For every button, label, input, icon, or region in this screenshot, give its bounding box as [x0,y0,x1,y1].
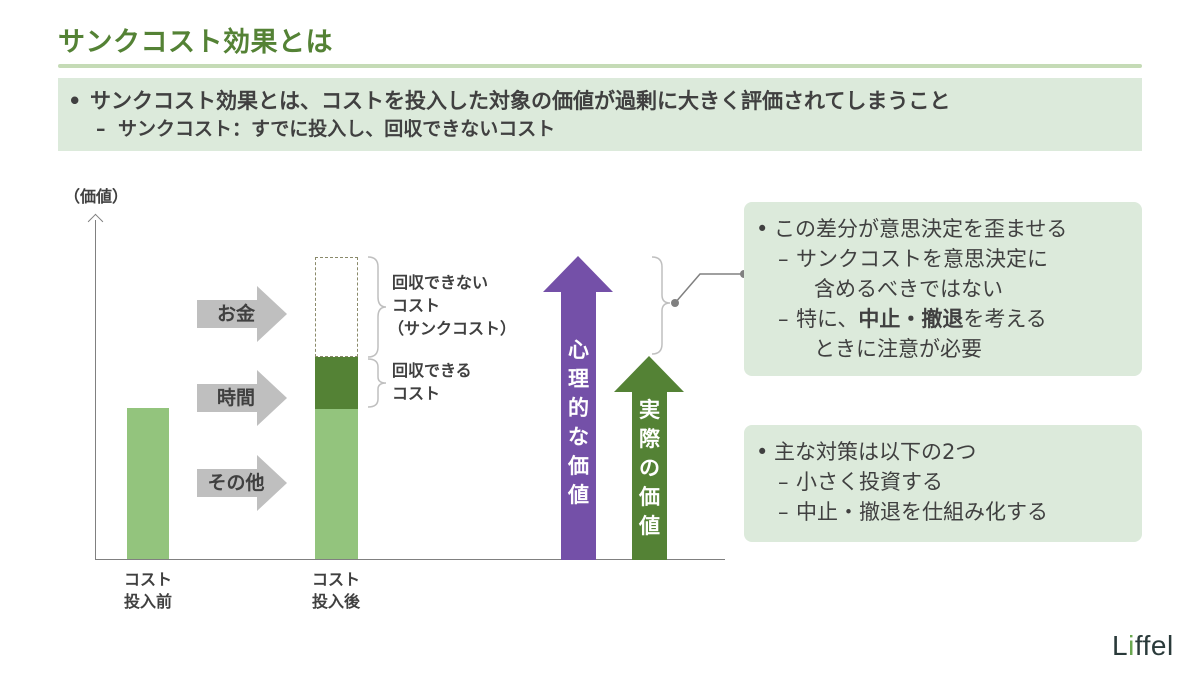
callout-countermeasures: •主な対策は以下の2つ –小さく投資する –中止・撤退を仕組み化する [744,425,1142,542]
y-axis-label: （価値） [64,187,129,206]
input-arrow-time: 時間 [197,370,289,426]
arrow-shaft [561,291,596,560]
y-axis [95,220,96,560]
summary-line-1: • サンクコスト効果とは、コストを投入した対象の価値が過剰に大きく評価されてしまう… [68,86,1142,116]
input-arrow-other: その他 [197,455,289,511]
callout1-sub1-text: サンクコストを意思決定に [796,247,1048,271]
callout-difference: •この差分が意思決定を歪ませる –サンクコストを意思決定に 含めるべきではない … [744,202,1142,376]
char: 価 [639,485,660,509]
char: 価 [568,454,589,478]
dash-icon: – [778,307,789,331]
arrow-shaft [197,469,259,497]
arrow-shaft [632,391,667,560]
recoverable-line2: コスト [392,384,441,403]
actual-value-arrow: 実 際 の 価 値 [614,356,684,560]
unrecoverable-line1: 回収できない [392,273,489,292]
title-divider [58,64,1142,68]
arrow-right-icon [257,286,287,342]
char: な [568,425,589,449]
callout2-text1: 主な対策は以下の2つ [774,440,977,464]
summary-box: • サンクコスト効果とは、コストを投入した対象の価値が過剰に大きく評価されてしまう… [58,78,1142,151]
arrow-shaft [197,300,259,328]
summary-text-2: サンクコスト：すでに投入し、回収できないコスト [118,118,556,140]
arrow-up-icon [543,256,613,292]
char: 的 [568,396,589,420]
char: の [639,456,660,480]
callout1-line1: •この差分が意思決定を歪ませる [756,214,1142,244]
char: 際 [639,427,660,451]
logo-letter: L [1112,630,1129,661]
char: 理 [568,367,589,391]
recoverable-line1: 回収できる [392,361,472,380]
leaf-icon: i [1128,630,1135,661]
callout2-sub1: –小さく投資する [756,467,1142,497]
callout1-sub2-bold: 中止・撤退 [858,307,964,331]
brand-logo: Liffel [1112,630,1174,662]
callout1-sub2-cont: ときに注意が必要 [814,337,982,361]
callout1-text1: この差分が意思決定を歪ませる [774,217,1068,241]
dash-icon: – [96,118,106,140]
slide-title: サンクコスト効果とは [58,27,333,58]
input-arrow-money: お金 [197,286,289,342]
x-axis [95,559,725,560]
dash-icon: – [778,247,789,271]
arrow-up-icon [614,356,684,392]
summary-line-2: –サンクコスト：すでに投入し、回収できないコスト [68,116,1142,142]
arrow-right-icon [257,370,287,426]
category-before-line1: コスト [123,570,172,589]
char: 実 [639,398,660,422]
callout1-sub2-pre: 特に、 [796,307,859,331]
category-label-before: コスト 投入前 [112,569,184,613]
psychological-value-arrow: 心 理 的 な 価 値 [543,256,613,560]
arrow-right-icon [257,455,287,511]
actual-value-label: 実 際 の 価 値 [632,396,667,541]
callout1-sub2-post: を考える [963,307,1047,331]
bar-before-investment [127,408,169,559]
callout1-sub2: –特に、中止・撤退を考える [756,304,1142,334]
label-recoverable-cost: 回収できる コスト [392,359,472,405]
category-label-after: コスト 投入後 [299,569,373,613]
unrecoverable-line2: コスト [392,296,441,315]
callout2-sub2: –中止・撤退を仕組み化する [756,497,1142,527]
dash-icon: – [778,500,789,524]
char: 値 [639,514,660,538]
bar-after-base [315,409,358,559]
logo-rest: ffel [1134,630,1174,661]
callout2-sub2-text: 中止・撤退を仕組み化する [796,500,1048,524]
bullet-icon: • [756,440,769,464]
y-axis-arrow-icon [87,213,104,230]
callout2-line1: •主な対策は以下の2つ [756,437,1142,467]
summary-text-1: サンクコスト効果とは、コストを投入した対象の価値が過剰に大きく評価されてしまうこ… [90,89,951,113]
input-label-time: 時間 [216,387,255,409]
psychological-value-label: 心 理 的 な 価 値 [561,336,596,510]
category-after-line2: 投入後 [311,592,360,611]
char: 値 [568,483,589,507]
arrow-shaft [197,384,259,412]
category-before-line2: 投入前 [123,592,172,611]
label-unrecoverable-cost: 回収できない コスト （サンクコスト） [388,271,516,340]
callout1-sub1: –サンクコストを意思決定に [756,244,1142,274]
callout2-sub1-text: 小さく投資する [796,470,943,494]
bar-after-sunk-cost [315,257,358,357]
brace-icons [367,256,671,408]
bullet-icon: • [68,89,82,113]
input-label-other: その他 [207,472,265,494]
category-after-line1: コスト [311,570,360,589]
bar-after-recoverable [315,357,358,409]
input-label-money: お金 [216,303,255,325]
dash-icon: – [778,470,789,494]
char: 心 [568,338,589,362]
callout1-sub1-cont: 含めるべきではない [814,277,1003,301]
unrecoverable-line3: （サンクコスト） [388,319,517,338]
bullet-icon: • [756,217,769,241]
